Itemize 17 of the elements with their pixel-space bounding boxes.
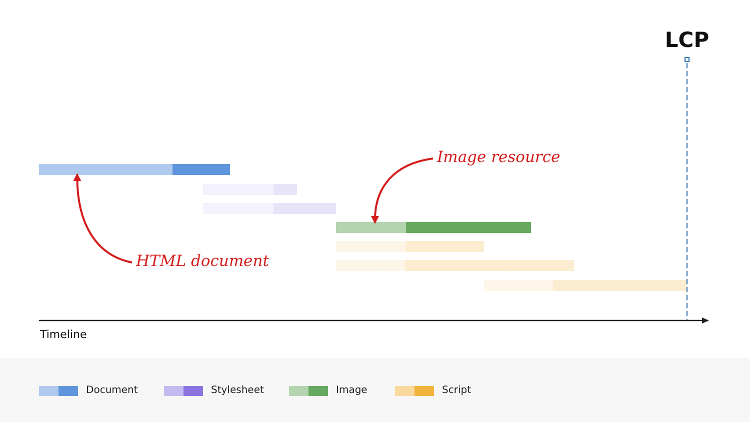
stylesheet-bar	[203, 184, 297, 195]
document-bar	[39, 164, 230, 175]
annotation-text: HTML document	[136, 252, 269, 271]
legend-label: Image	[336, 385, 368, 397]
legend-label: Document	[86, 385, 138, 397]
leader-arrow	[73, 173, 132, 264]
script-bar	[336, 241, 484, 252]
axis-label: Timeline	[40, 328, 87, 341]
stylesheet-bar	[203, 203, 336, 214]
image-bar	[336, 222, 531, 233]
script-bar	[484, 280, 687, 291]
script-bar	[336, 260, 574, 271]
leader-arrow	[371, 157, 434, 224]
legend-label: Stylesheet	[211, 385, 264, 397]
legend-label: Script	[442, 385, 472, 397]
marker-label: LCP	[664, 28, 710, 52]
annotation-text: Image resource	[437, 148, 560, 167]
